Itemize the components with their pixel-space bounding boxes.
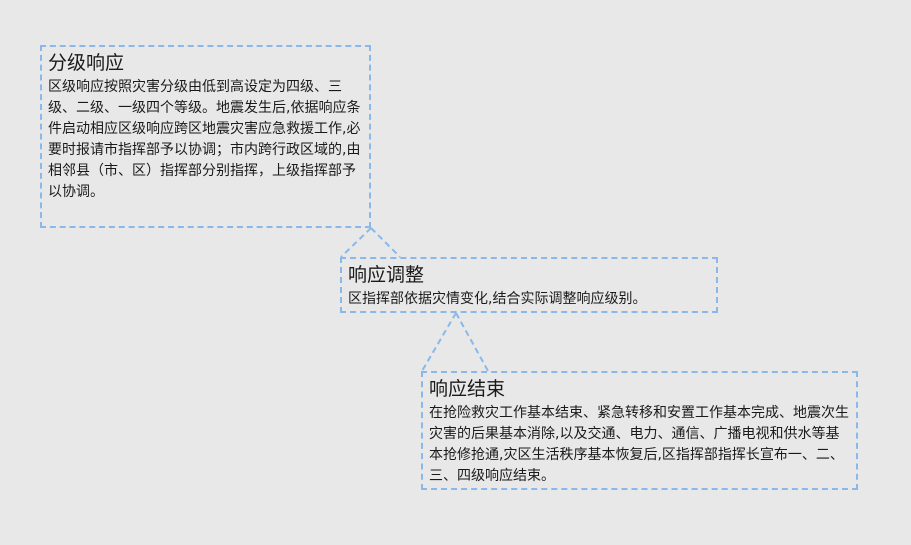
node-response-adjustment: 响应调整 区指挥部依据灾情变化,结合实际调整响应级别。 <box>340 257 718 313</box>
connector-2-right <box>455 312 489 372</box>
node-graded-response: 分级响应 区级响应按照灾害分级由低到高设定为四级、三级、二级、一级四个等级。地震… <box>40 45 371 228</box>
connector-1-left <box>340 227 372 258</box>
connector-2-left <box>421 312 457 372</box>
node-title: 响应调整 <box>348 264 425 286</box>
node-body: 区级响应按照灾害分级由低到高设定为四级、三级、二级、一级四个等级。地震发生后,依… <box>48 79 361 200</box>
node-body: 区指挥部依据灾情变化,结合实际调整响应级别。 <box>348 291 647 307</box>
node-response-end: 响应结束 在抢险救灾工作基本结束、紧急转移和安置工作基本完成、地震次生灾害的后果… <box>421 371 858 490</box>
connector-1-right <box>370 227 401 258</box>
node-title: 响应结束 <box>429 378 506 400</box>
node-body: 在抢险救灾工作基本结束、紧急转移和安置工作基本完成、地震次生灾害的后果基本消除,… <box>429 405 849 484</box>
node-title: 分级响应 <box>48 52 125 74</box>
